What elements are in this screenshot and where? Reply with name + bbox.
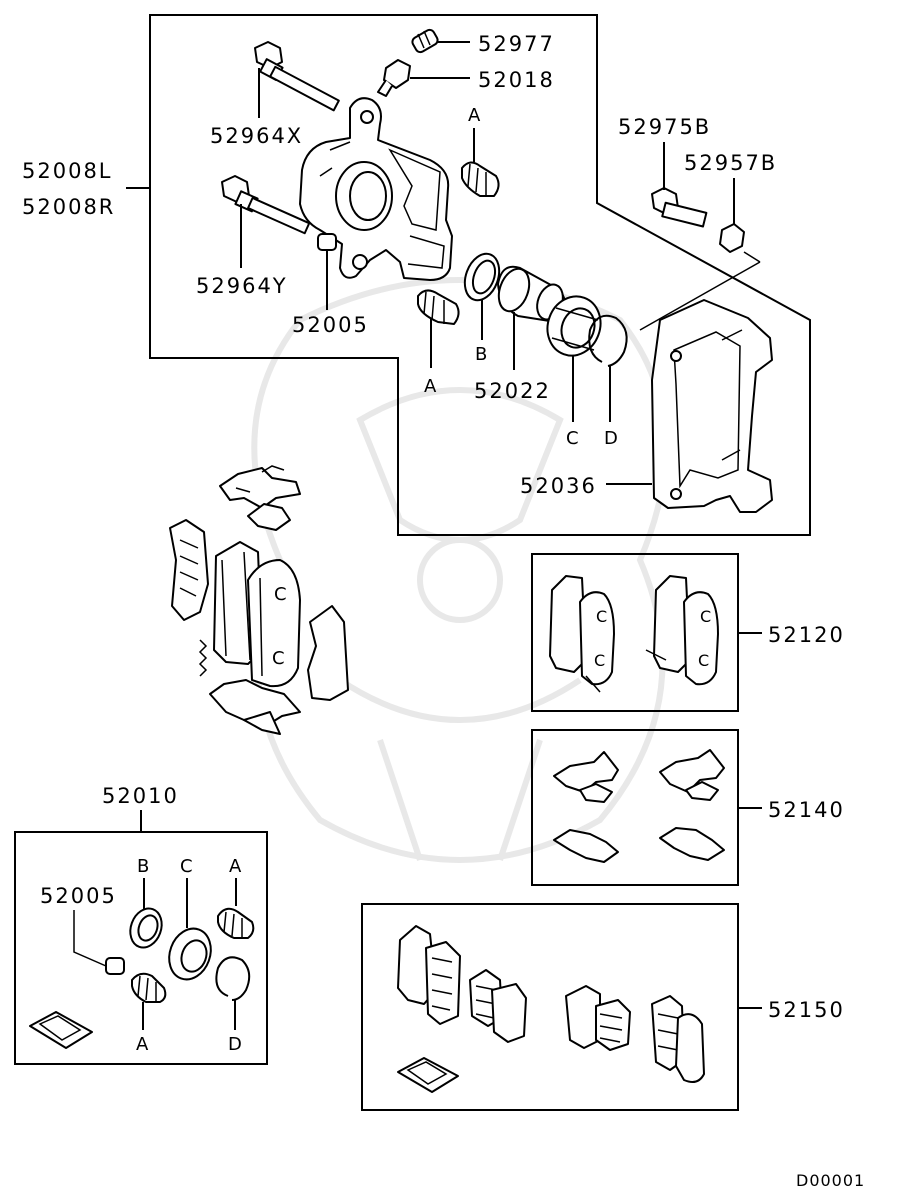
clip-kit-52140-icon <box>553 749 725 863</box>
kit-ref-A-upper: A <box>229 856 242 877</box>
kit-pin-boot-lower-icon <box>131 972 167 1003</box>
kit-seal-icon <box>129 907 163 949</box>
diagram-code: D00001 <box>796 1171 865 1187</box>
ref-A-upper: A <box>468 105 481 126</box>
piston-seal-icon <box>463 252 501 302</box>
svg-text:C: C <box>596 607 608 626</box>
seal-kit-52010-box <box>14 831 268 1065</box>
ref-B: B <box>475 344 487 365</box>
guide-pin-bolt-lower-icon <box>221 175 311 235</box>
label-52036: 52036 <box>520 474 597 498</box>
kit-ref-B: B <box>137 856 149 877</box>
label-52022: 52022 <box>474 379 551 403</box>
svg-text:C: C <box>274 584 287 605</box>
svg-text:C: C <box>272 648 285 669</box>
label-52977: 52977 <box>478 32 555 56</box>
kit-ref-C: C <box>180 856 193 877</box>
grease-packet-icon <box>29 1011 93 1049</box>
retaining-ring-icon <box>588 314 628 367</box>
caliper-assembly-outline <box>149 14 811 536</box>
caliper-body-icon <box>299 97 453 281</box>
pad-kit-52150-icon <box>397 925 705 1093</box>
kit-ring-icon <box>215 956 251 1001</box>
label-52120: 52120 <box>768 623 845 647</box>
svg-text:C: C <box>594 651 606 670</box>
label-52005: 52005 <box>292 313 369 337</box>
label-52957B: 52957B <box>684 151 777 175</box>
ref-D: D <box>604 428 618 449</box>
brake-pad-set-assembly-icon: C C <box>169 465 349 735</box>
label-52140: 52140 <box>768 798 845 822</box>
label-52964X: 52964X <box>210 124 303 148</box>
caliper-bracket-icon <box>651 299 773 513</box>
piston-boot-icon <box>546 295 602 357</box>
label-52975B: 52975B <box>618 115 711 139</box>
kit-ref-D: D <box>228 1034 242 1055</box>
bleeder-screw-icon <box>377 59 411 97</box>
bracket-bolt-icon <box>651 187 708 228</box>
bleeder-cap-icon <box>411 28 439 54</box>
label-52008L: 52008L <box>22 159 113 183</box>
kit-bushing-icon <box>105 957 125 975</box>
pin-boot-lower-icon <box>417 289 460 325</box>
label-52008R: 52008R <box>22 195 115 219</box>
label-52964Y: 52964Y <box>196 274 288 298</box>
label-52018: 52018 <box>478 68 555 92</box>
label-52005-kit: 52005 <box>40 884 117 908</box>
piston-icon <box>497 265 567 323</box>
svg-text:C: C <box>700 607 712 626</box>
label-52010: 52010 <box>102 784 179 808</box>
bracket-nut-icon <box>719 223 745 253</box>
kit-pin-boot-upper-icon <box>217 907 255 939</box>
kit-boot-icon <box>168 927 212 981</box>
guide-pin-bolt-upper-icon <box>254 41 340 112</box>
pad-set-52120-icon: C C C C <box>549 575 719 693</box>
pin-boot-upper-icon <box>461 161 500 197</box>
svg-text:C: C <box>698 651 710 670</box>
ref-A-lower: A <box>424 376 437 397</box>
label-52150: 52150 <box>768 998 845 1022</box>
ref-C: C <box>566 428 579 449</box>
bushing-icon <box>317 233 337 251</box>
kit-ref-A-lower: A <box>136 1034 149 1055</box>
